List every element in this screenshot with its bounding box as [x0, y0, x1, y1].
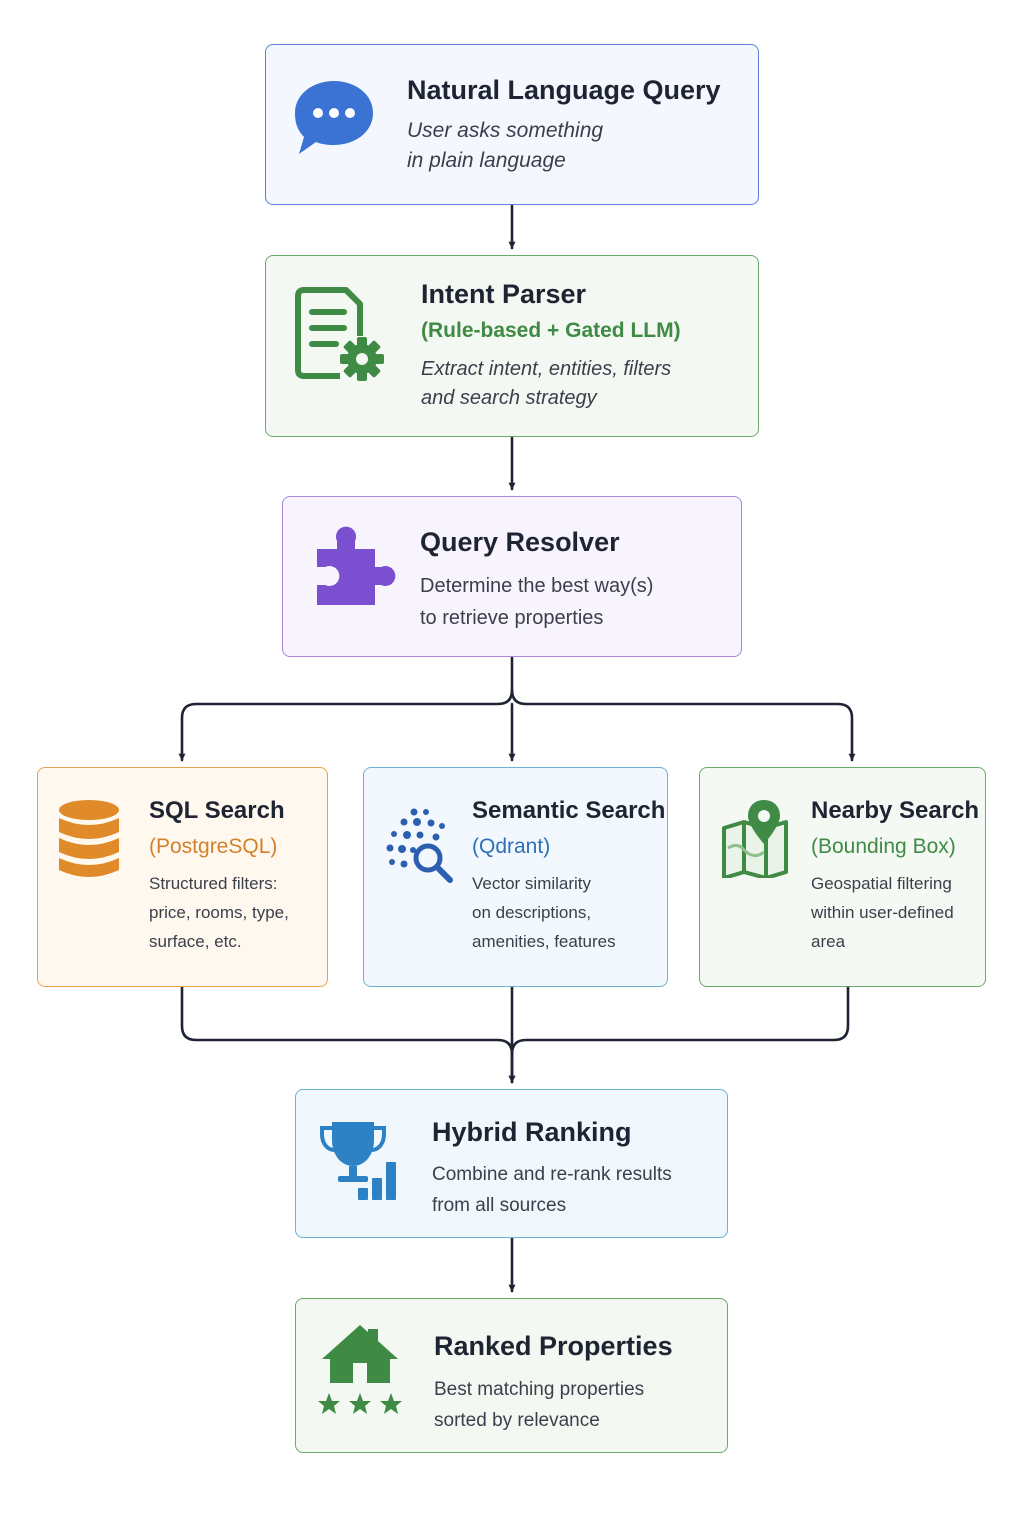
- node-description: Combine and re-rank results from all sou…: [432, 1164, 672, 1217]
- node-title: Natural Language Query: [407, 75, 721, 105]
- node-sql-search: SQL Search (PostgreSQL) Structured filte…: [37, 767, 328, 987]
- node-description: Best matching properties sorted by relev…: [434, 1379, 645, 1432]
- node-natural-language-query: Natural Language Query User asks somethi…: [265, 44, 759, 205]
- node-ranked-properties: Ranked Properties Best matching properti…: [295, 1298, 728, 1453]
- edge-resolver-split: [510, 655, 856, 762]
- node-hybrid-ranking: Hybrid Ranking Combine and re-rank resul…: [295, 1089, 728, 1238]
- edge-resolver-sql: [178, 688, 514, 762]
- node-title: Ranked Properties: [434, 1331, 673, 1361]
- node-description: Structured filters: price, rooms, type, …: [149, 874, 289, 951]
- node-query-resolver: Query Resolver Determine the best way(s)…: [282, 496, 742, 657]
- node-subtitle: (Qdrant): [472, 835, 551, 858]
- database-icon: [59, 800, 119, 877]
- node-description: Extract intent, entities, filters and se…: [421, 358, 672, 409]
- trophy-chart-icon: [320, 1122, 396, 1200]
- node-subtitle: (Rule-based + Gated LLM): [421, 319, 681, 342]
- map-pin-icon: [722, 800, 788, 878]
- node-description: Determine the best way(s) to retrieve pr…: [420, 575, 654, 629]
- node-title: Hybrid Ranking: [432, 1117, 632, 1147]
- puzzle-piece-icon: [317, 526, 396, 605]
- node-title: Intent Parser: [421, 279, 587, 309]
- node-title: Nearby Search: [811, 797, 980, 824]
- node-nearby-search: Nearby Search (Bounding Box) Geospatial …: [699, 767, 986, 987]
- edge-nearby-merge: [510, 985, 850, 1056]
- node-intent-parser: Intent Parser (Rule-based + Gated LLM) E…: [265, 255, 759, 437]
- node-title: SQL Search: [149, 797, 285, 824]
- edge-sql-merge: [180, 985, 516, 1084]
- document-gear-icon: [295, 287, 384, 381]
- node-description: Vector similarity on descriptions, ameni…: [472, 874, 616, 951]
- chat-bubble-icon: [295, 81, 373, 154]
- node-title: Query Resolver: [420, 527, 620, 557]
- node-semantic-search: Semantic Search (Qdrant) Vector similari…: [363, 767, 668, 987]
- node-subtitle: (Bounding Box): [811, 835, 956, 858]
- vector-search-icon: [386, 808, 453, 883]
- house-stars-icon: [318, 1325, 402, 1414]
- node-title: Semantic Search: [472, 797, 666, 824]
- node-subtitle: (PostgreSQL): [149, 835, 278, 858]
- node-description: Geospatial filtering within user-defined…: [811, 874, 954, 951]
- node-description: User asks something in plain language: [407, 119, 604, 173]
